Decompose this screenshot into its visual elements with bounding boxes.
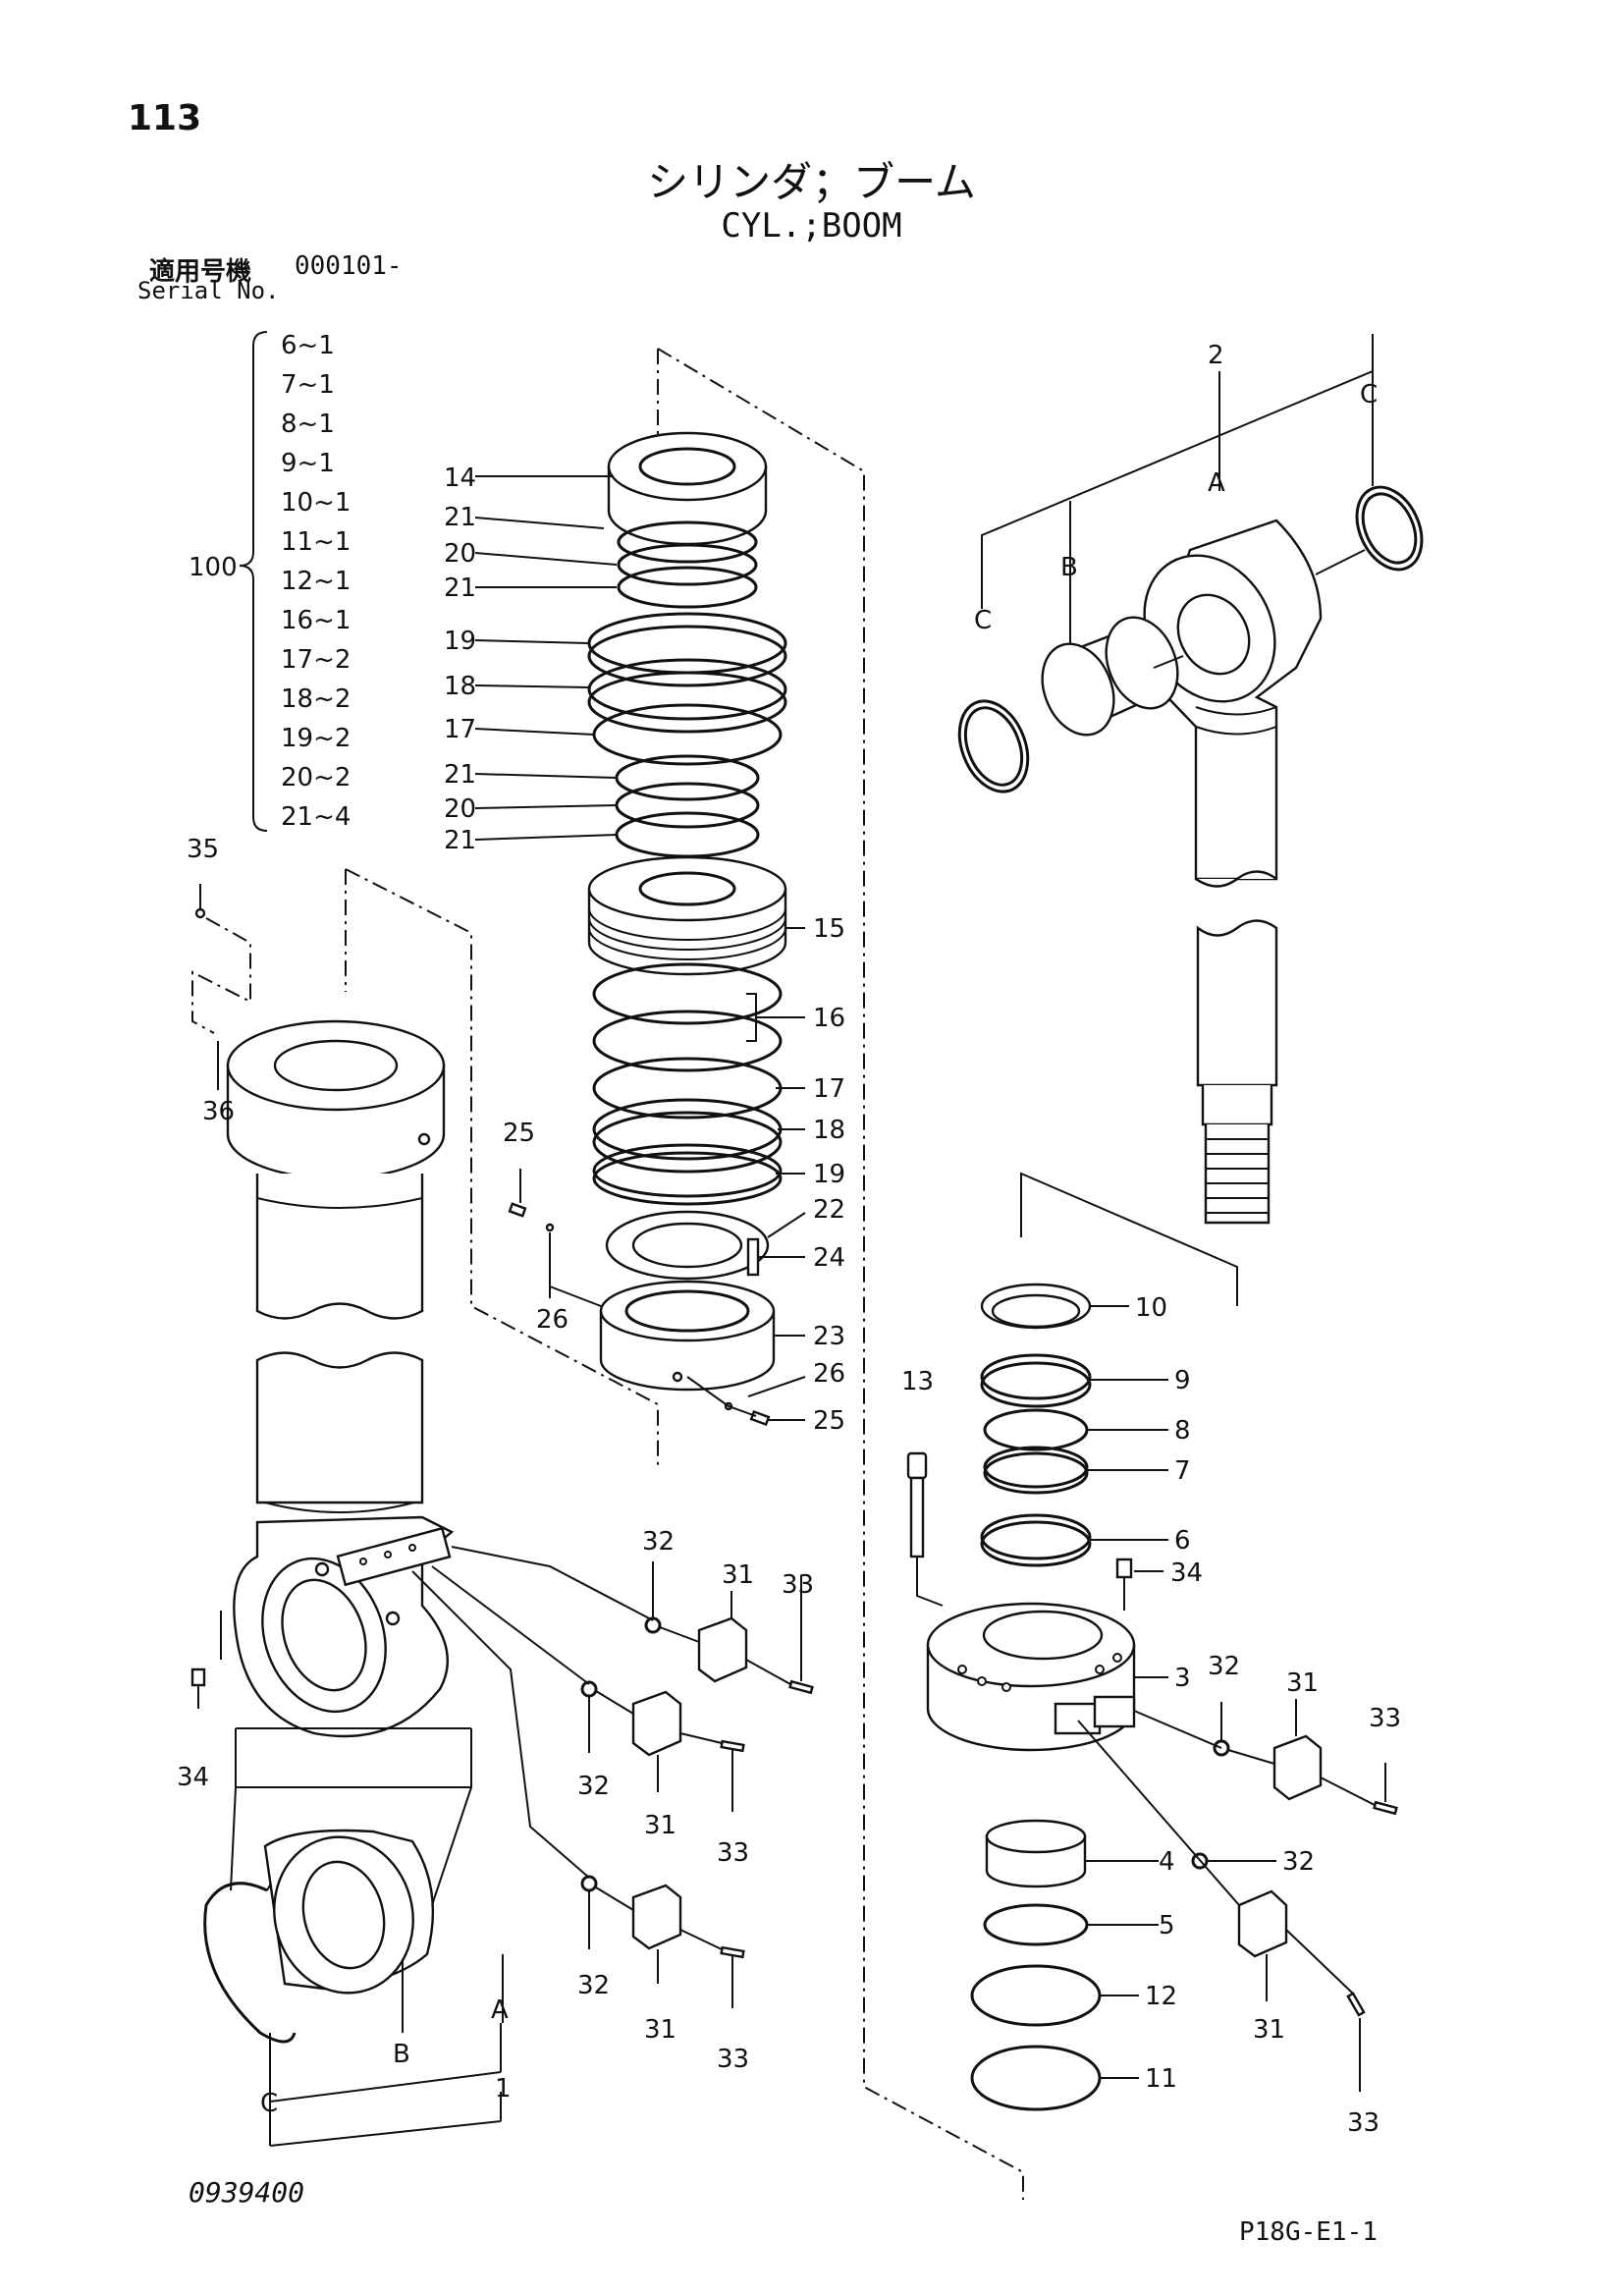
- kit-item: 7~1: [281, 370, 335, 400]
- callout-19a: 19: [444, 627, 476, 656]
- callout-10: 10: [1135, 1293, 1167, 1323]
- callout-26b: 26: [813, 1359, 845, 1389]
- kit-item: 16~1: [281, 606, 351, 635]
- callout-12: 12: [1145, 1982, 1177, 2011]
- drawing-number: 0939400: [189, 2176, 305, 2209]
- callout-23: 23: [813, 1322, 845, 1351]
- callout-15: 15: [813, 914, 845, 944]
- title-english: CYL.;BOOM: [721, 206, 902, 246]
- callout-33-gland: 33: [1369, 1704, 1401, 1733]
- kit-item: 6~1: [281, 331, 335, 360]
- callout-A-rod: A: [1208, 468, 1225, 498]
- kit-item: 12~1: [281, 567, 351, 596]
- callout-33-tube-a: 33: [782, 1570, 814, 1600]
- kit-brace: 100 6~1 7~1 8~1 9~1 10~1 11~1 12~1 16~1 17~2 18~2…: [189, 331, 351, 832]
- page-number: 113: [128, 98, 202, 138]
- cylinder-tube: 35 36 34 32 31 33 32 31 33 32 31 33 A B …: [177, 835, 814, 2147]
- callout-9: 9: [1174, 1366, 1191, 1395]
- callout-25b: 25: [813, 1406, 845, 1436]
- callout-34-gland: 34: [1170, 1558, 1203, 1588]
- callout-18b: 18: [813, 1116, 845, 1145]
- callout-34-tube: 34: [177, 1763, 209, 1792]
- callout-11: 11: [1145, 2064, 1177, 2094]
- callout-35: 35: [187, 835, 219, 864]
- kit-item: 17~2: [281, 645, 351, 675]
- callout-32-tube-b: 32: [577, 1772, 610, 1801]
- callout-21b: 21: [444, 574, 476, 603]
- page-code: P18G-E1-1: [1239, 2217, 1378, 2247]
- kit-item-list: 6~1 7~1 8~1 9~1 10~1 11~1 12~1 16~1 17~2 18~2 19~2…: [281, 331, 351, 832]
- kit-item: 20~2: [281, 763, 351, 793]
- callout-31-tube-b: 31: [644, 1811, 676, 1840]
- callout-33-tube-b: 33: [717, 1838, 749, 1868]
- callout-17a: 17: [444, 715, 476, 744]
- callout-2: 2: [1208, 341, 1224, 370]
- kit-item: 21~4: [281, 802, 351, 832]
- callout-21a: 21: [444, 503, 476, 532]
- callout-33-lower: 33: [1347, 2108, 1380, 2138]
- kit-item: 18~2: [281, 684, 351, 714]
- kit-item: 10~1: [281, 488, 351, 518]
- callout-19b: 19: [813, 1160, 845, 1189]
- callout-16: 16: [813, 1004, 845, 1033]
- title-japanese: シリンダ；ブーム: [647, 158, 976, 206]
- callout-8: 8: [1174, 1416, 1191, 1446]
- callout-36: 36: [202, 1097, 235, 1126]
- callout-26a: 26: [536, 1305, 568, 1335]
- kit-item: 11~1: [281, 527, 351, 557]
- callout-31-tube-c: 31: [644, 2015, 676, 2045]
- callout-21c: 21: [444, 760, 476, 790]
- kit-label: 100: [189, 553, 238, 582]
- callout-33-tube-c: 33: [717, 2045, 749, 2074]
- callout-31-gland: 31: [1286, 1668, 1319, 1698]
- callout-C-left: C: [974, 606, 992, 635]
- callout-32-lower: 32: [1282, 1847, 1315, 1877]
- callout-B-tube: B: [393, 2040, 410, 2069]
- callout-21d: 21: [444, 826, 476, 855]
- callout-3: 3: [1174, 1664, 1191, 1693]
- callout-25a: 25: [503, 1119, 535, 1148]
- callout-1: 1: [495, 2074, 512, 2104]
- rod-head-assembly: 2 A C B C: [957, 334, 1424, 1306]
- callout-B-rod: B: [1060, 553, 1078, 582]
- callout-31-lower: 31: [1253, 2015, 1285, 2045]
- kit-item: 9~1: [281, 449, 335, 478]
- callout-24: 24: [813, 1243, 845, 1273]
- callout-20b: 20: [444, 794, 476, 824]
- callout-7: 7: [1174, 1456, 1191, 1486]
- callout-13: 13: [901, 1367, 934, 1396]
- callout-22: 22: [813, 1195, 845, 1225]
- callout-C-tube: C: [260, 2089, 278, 2118]
- callout-32-tube-a: 32: [642, 1527, 675, 1557]
- callout-4: 4: [1159, 1847, 1175, 1877]
- callout-14: 14: [444, 464, 476, 493]
- callout-31-tube-a: 31: [722, 1560, 754, 1590]
- callout-17b: 17: [813, 1074, 845, 1104]
- callout-20a: 20: [444, 539, 476, 569]
- callout-18a: 18: [444, 672, 476, 701]
- callout-A-tube: A: [491, 1995, 509, 2025]
- serial-label-english: Serial No.: [137, 277, 280, 304]
- serial-value: 000101-: [295, 251, 403, 281]
- callout-6: 6: [1174, 1526, 1191, 1556]
- serial-label-japanese: 適用号機: [149, 257, 252, 287]
- callout-32-gland: 32: [1208, 1652, 1240, 1681]
- piston-stack: 14 21 20 21 19 18 17 21 20 21 15 16 17 1…: [444, 348, 1024, 2200]
- callout-32-tube-c: 32: [577, 1971, 610, 2000]
- gland-assembly: 10 9 8 7 6 13 34 3 32 31 33 4 5 12 11 32…: [901, 1283, 1401, 2138]
- kit-item: 8~1: [281, 410, 335, 439]
- kit-item: 19~2: [281, 724, 351, 753]
- callout-5: 5: [1159, 1911, 1175, 1941]
- callout-C-right: C: [1360, 380, 1378, 410]
